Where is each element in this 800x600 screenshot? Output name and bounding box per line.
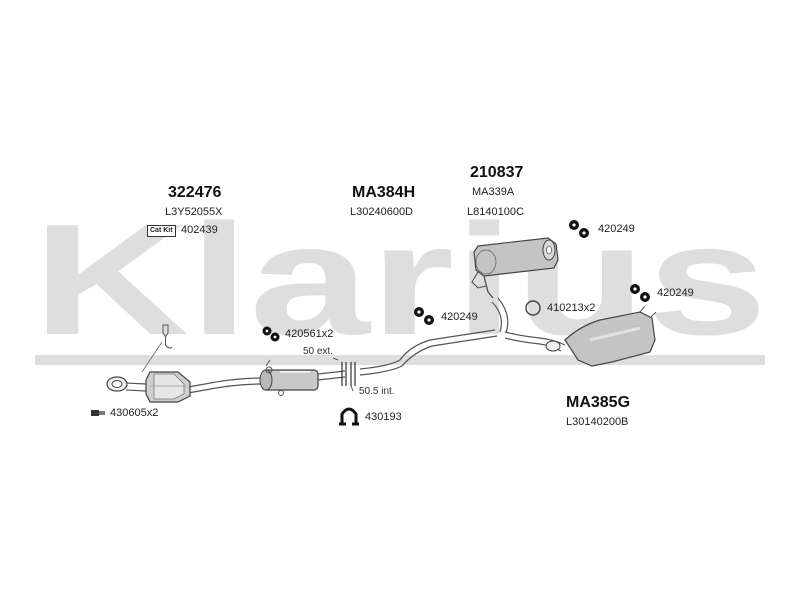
hanger-mid-label: 420249: [441, 311, 478, 323]
dimension-ext: 50 ext.: [303, 346, 334, 357]
lambda-sensor: [141, 324, 173, 373]
cat-reference: L3Y52055X: [165, 206, 223, 218]
upper-part-number: 210837: [470, 164, 524, 181]
front-flange: [106, 376, 128, 392]
hanger-right-label: 420249: [657, 287, 694, 299]
upper-rear-silencer: [471, 237, 559, 299]
middle-reference: L30240600D: [350, 206, 414, 218]
middle-silencer: [259, 359, 319, 396]
gasket-ring-icon: [525, 300, 541, 316]
hanger-top-label: 420249: [598, 223, 635, 235]
middle-part-number: MA384H: [352, 184, 416, 201]
upper-reference: L8140100C: [467, 206, 524, 218]
rubber-hanger-icon: [569, 220, 589, 238]
cat-kit-number: 402439: [181, 224, 218, 236]
rear-reference: L30140200B: [566, 416, 629, 428]
rubber-hanger-icon: [414, 307, 434, 325]
gasket-ring-label: 410213x2: [547, 302, 596, 314]
hanger-middle-label: 420561x2: [285, 328, 334, 340]
rear-silencer: [545, 305, 657, 367]
clamp-label: 430193: [365, 411, 402, 423]
pipe-joint: [332, 357, 356, 392]
dimension-int: 50.5 int.: [359, 386, 395, 397]
rear-part-number: MA385G: [566, 394, 631, 411]
rubber-hanger-icon: [630, 284, 650, 302]
upper-alt-number: MA339A: [472, 186, 515, 198]
rubber-hanger-icon: [262, 326, 280, 342]
klarius-watermark: Klarius: [33, 192, 768, 368]
bolts-label: 430605x2: [110, 407, 159, 419]
clamp-icon: [339, 407, 359, 426]
bolt-icon: [91, 410, 105, 416]
cat-part-number: 322476: [168, 184, 222, 201]
watermark-text: Klarius: [33, 192, 768, 368]
catalytic-converter: [145, 371, 191, 403]
cat-kit-tag: Cat Kit: [147, 225, 176, 237]
exhaust-pipe: [125, 297, 566, 394]
